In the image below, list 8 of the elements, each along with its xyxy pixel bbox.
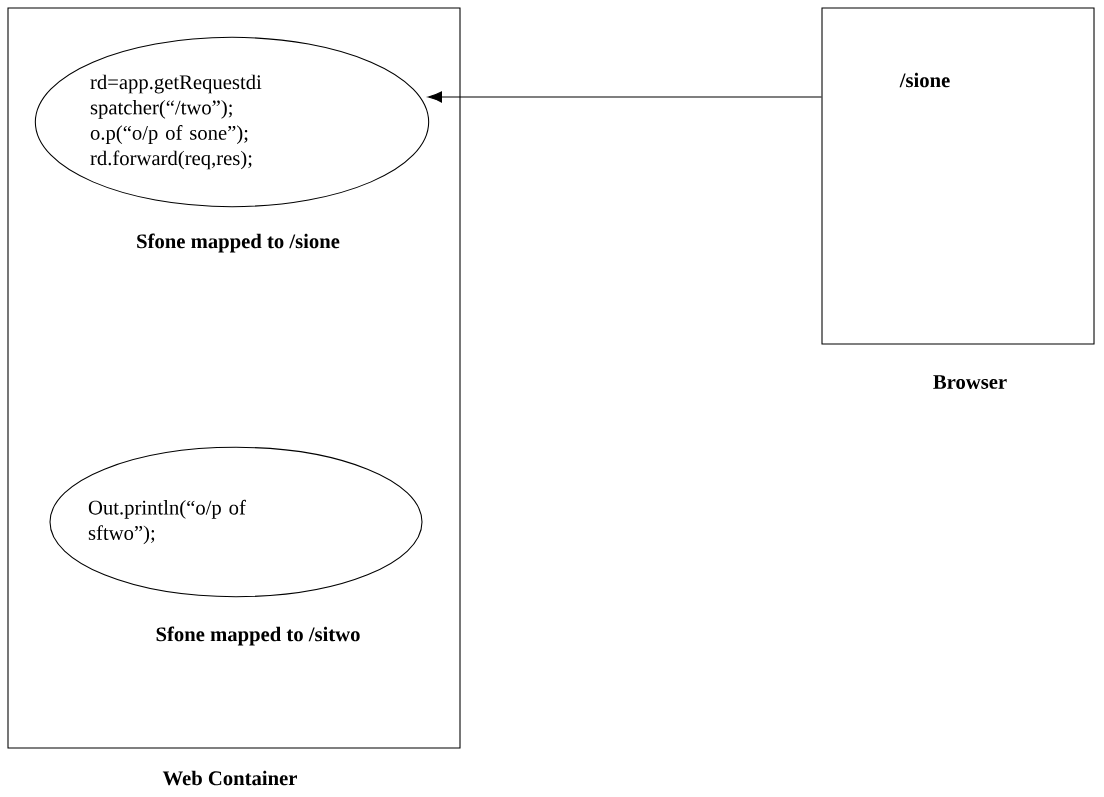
url-text: /sione [899, 72, 950, 88]
code-text: rd=app.getRequestdi spatcher(“/two”); o.p(“o/p of sone”); rd.forward(req,res); [90, 74, 262, 170]
code-text: Out.println(“o/p of sftwo”); [88, 499, 246, 545]
arrow [427, 91, 823, 103]
mapping-caption: Sfone mapped to /sione [137, 233, 340, 253]
mapping-caption: Sfone mapped to /sitwo [156, 626, 360, 646]
box-title: Browser [933, 375, 1007, 389]
box-title: Web Container [162, 770, 297, 786]
